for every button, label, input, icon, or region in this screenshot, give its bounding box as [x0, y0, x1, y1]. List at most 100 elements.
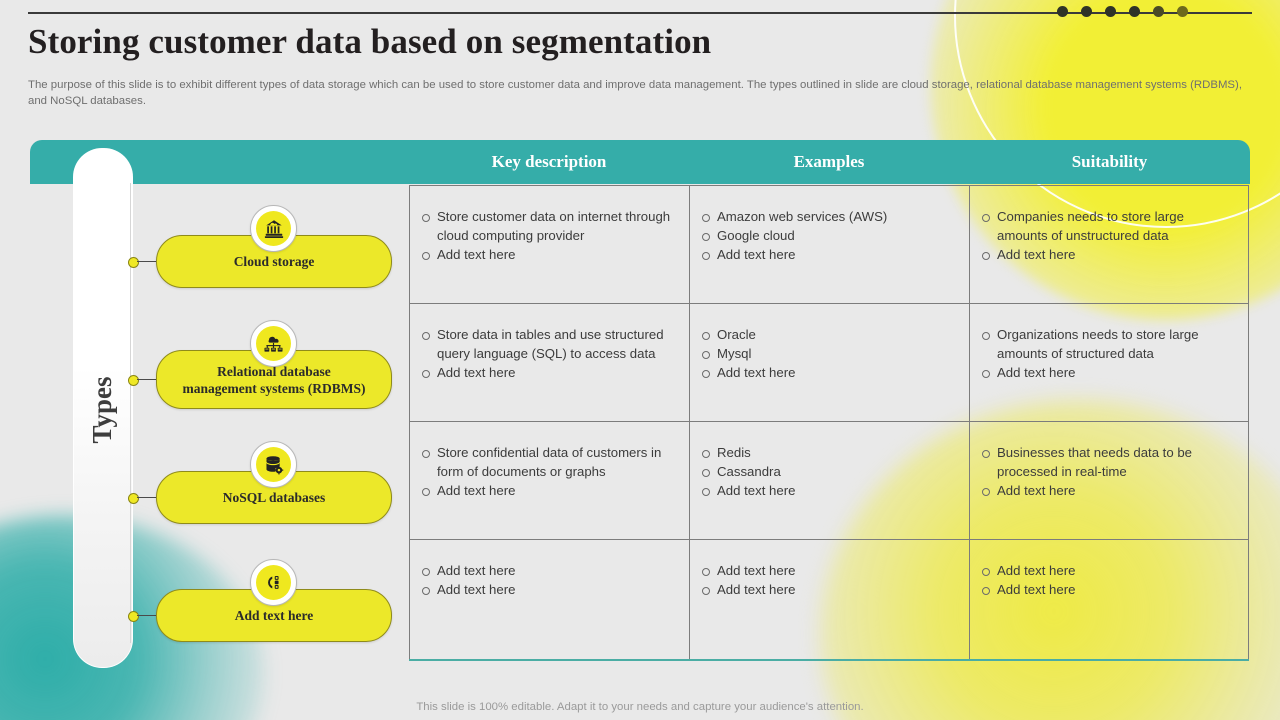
bullet-marker	[422, 487, 430, 496]
list-item: Add text here	[702, 246, 955, 265]
table-cell-examples: Amazon web services (AWS) Google cloud A…	[690, 186, 970, 303]
cloud-network-icon	[250, 320, 297, 367]
list-item: Add text here	[982, 364, 1234, 383]
list-item: Add text here	[982, 246, 1234, 265]
list-item: Redis	[702, 444, 955, 463]
bullet-marker	[422, 586, 430, 595]
bullet-marker	[422, 568, 430, 576]
slide-footer-note: This slide is 100% editable. Adapt it to…	[416, 701, 864, 713]
rail-label-types: Types	[86, 376, 117, 444]
list-item-text: Mysql	[717, 345, 752, 361]
list-item: Organizations needs to store large amoun…	[982, 326, 1234, 364]
node-bullet-dot	[128, 257, 139, 268]
list-item: Cassandra	[702, 463, 955, 482]
list-item: Add text here	[422, 246, 675, 265]
node-bullet-dot	[128, 493, 139, 504]
table-row: Store confidential data of customers in …	[410, 422, 1248, 540]
bullet-marker	[982, 214, 990, 222]
decoration-dot	[1081, 6, 1092, 17]
header-rule	[28, 12, 1252, 14]
table-cell-suitability: Organizations needs to store large amoun…	[970, 304, 1248, 421]
list-item-text: Add text here	[717, 246, 796, 262]
page-subtitle: The purpose of this slide is to exhibit …	[28, 79, 1242, 107]
bullet-marker	[702, 369, 710, 378]
type-pill-label: NoSQL databases	[222, 490, 326, 505]
comparison-table: Store customer data on internet through …	[409, 185, 1249, 660]
table-cell-examples: Add text here Add text here	[690, 540, 970, 659]
list-item: Add text here	[702, 581, 955, 600]
list-item: Store confidential data of customers in …	[422, 444, 675, 482]
list-item-text: Add text here	[997, 563, 1076, 578]
decoration-dot	[1153, 6, 1164, 17]
bullet-marker	[982, 568, 990, 576]
page-title: Storing customer data based on segmentat…	[28, 22, 712, 61]
type-pill-label: Relational database management systems (…	[182, 363, 366, 396]
bullet-marker	[702, 332, 710, 340]
table-cell-key-description: Store confidential data of customers in …	[410, 422, 690, 539]
list-item-text: Add text here	[997, 482, 1076, 498]
list-item-text: Oracle	[717, 327, 756, 342]
bullet-marker	[702, 586, 710, 595]
node-connector	[137, 497, 163, 498]
left-rail-backdrop	[73, 148, 133, 668]
list-item-text: Organizations needs to store large amoun…	[997, 327, 1199, 361]
bullet-marker	[982, 332, 990, 340]
table-row: Add text here Add text here Add text her…	[410, 540, 1248, 659]
decoration-dot	[1057, 6, 1068, 17]
node-connector	[137, 379, 163, 380]
bullet-marker	[422, 214, 430, 222]
list-item: Store customer data on internet through …	[422, 208, 675, 246]
bullet-marker	[702, 232, 710, 241]
table-cell-examples: Redis Cassandra Add text here	[690, 422, 970, 539]
list-item: Add text here	[982, 482, 1234, 501]
node-bullet-dot	[128, 611, 139, 622]
left-rail-connector-line	[130, 183, 131, 643]
table-cell-key-description: Add text here Add text here	[410, 540, 690, 659]
type-pill-label: Cloud storage	[233, 254, 315, 269]
list-item: Add text here	[702, 562, 955, 581]
list-item: Amazon web services (AWS)	[702, 208, 955, 227]
list-item: Add text here	[982, 581, 1234, 600]
cloud-storage-icon	[250, 205, 297, 252]
node-bullet-dot	[128, 375, 139, 386]
list-item-text: Add text here	[437, 581, 516, 597]
column-header-suitability: Suitability	[1071, 152, 1148, 171]
bullet-marker	[422, 332, 430, 340]
list-item-text: Add text here	[717, 482, 796, 498]
list-item: Businesses that needs data to be process…	[982, 444, 1234, 482]
bullet-marker	[702, 468, 710, 477]
bullet-marker	[422, 369, 430, 378]
table-cell-suitability: Companies needs to store large amounts o…	[970, 186, 1248, 303]
list-item: Add text here	[702, 482, 955, 501]
list-item-text: Add text here	[997, 364, 1076, 380]
list-item: Add text here	[702, 364, 955, 383]
list-item-text: Add text here	[717, 563, 796, 578]
decoration-dot	[1177, 6, 1188, 17]
node-connector	[137, 615, 163, 616]
list-item: Add text here	[422, 562, 675, 581]
list-item-text: Add text here	[437, 482, 516, 498]
table-header-band: Key description Examples Suitability	[30, 140, 1250, 184]
list-item: Oracle	[702, 326, 955, 345]
list-item-text: Store data in tables and use structured …	[437, 327, 664, 361]
bullet-marker	[702, 568, 710, 576]
bullet-marker	[982, 369, 990, 378]
bullet-marker	[702, 350, 710, 359]
list-item-text: Cassandra	[717, 463, 781, 479]
list-item: Add text here	[422, 364, 675, 383]
table-cell-key-description: Store customer data on internet through …	[410, 186, 690, 303]
list-item: Mysql	[702, 345, 955, 364]
bullet-marker	[702, 450, 710, 458]
bullet-marker	[982, 450, 990, 458]
table-cell-examples: Oracle Mysql Add text here	[690, 304, 970, 421]
connector-node-icon	[250, 559, 297, 606]
list-item-text: Redis	[717, 445, 751, 460]
list-item-text: Google cloud	[717, 227, 795, 243]
list-item-text: Add text here	[997, 246, 1076, 262]
bullet-marker	[982, 487, 990, 496]
table-cell-suitability: Add text here Add text here	[970, 540, 1248, 659]
list-item-text: Add text here	[997, 581, 1076, 597]
bullet-marker	[702, 214, 710, 222]
list-item-text: Add text here	[437, 364, 516, 380]
table-cell-key-description: Store data in tables and use structured …	[410, 304, 690, 421]
